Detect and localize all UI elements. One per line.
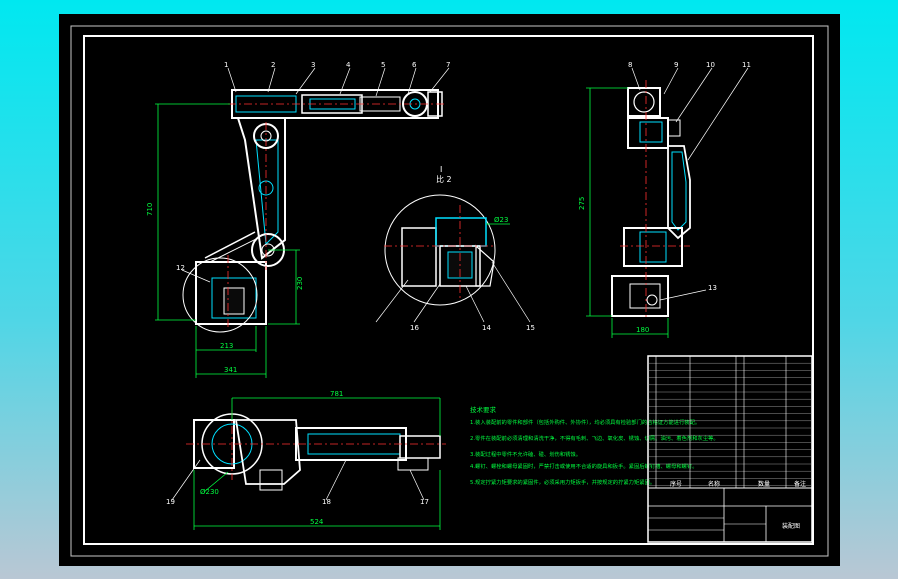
dim-top-circle: Ø230 <box>200 488 219 496</box>
part-label-19: 19 <box>166 498 175 506</box>
dim-detail-bore: Ø23 <box>494 216 508 224</box>
part-label-8: 8 <box>628 61 632 69</box>
drawing-sheet <box>59 14 840 566</box>
requirement-2: 2.零件在装配前必须清理和清洗干净，不得有毛刺、飞边、氧化皮、锈蚀、切屑、油污、… <box>470 434 719 442</box>
requirement-3: 3.装配过程中零件不允许磕、碰、划伤和锈蚀。 <box>470 450 581 458</box>
part-label-2: 2 <box>271 61 275 69</box>
section-detail-i[interactable] <box>375 194 531 323</box>
section-mark: I 比 2 <box>436 165 452 184</box>
requirement-5: 5.规定拧紧力矩要求的紧固件，必须采用力矩扳手，并按规定的拧紧力矩紧固。 <box>470 478 655 486</box>
part-label-14: 14 <box>482 324 491 332</box>
dim-side-width: 180 <box>636 326 649 334</box>
part-label-6: 6 <box>412 61 417 69</box>
drawing-name: 装配图 <box>782 522 800 530</box>
part-label-1: 1 <box>224 61 228 69</box>
top-view[interactable] <box>171 397 446 530</box>
part-label-18: 18 <box>322 498 331 506</box>
dim-front-width-outer: 341 <box>224 366 237 374</box>
part-label-3: 3 <box>311 61 315 69</box>
parts-list-rows <box>648 363 812 486</box>
part-label-11: 11 <box>742 61 751 69</box>
technical-requirements: 技术要求 1.装入装配前的零件和部件（包括外购件、外协件），均必须具有检验部门的… <box>470 405 719 486</box>
dimension-labels: 710 230 213 341 275 180 781 524 Ø230 Ø23 <box>146 197 649 526</box>
part-label-16: 16 <box>410 324 419 332</box>
dim-top-length-total: 524 <box>310 518 324 526</box>
requirement-1: 1.装入装配前的零件和部件（包括外购件、外协件），均必须具有检验部门的合格证方能… <box>470 418 700 426</box>
header-index: 序号 <box>670 480 682 488</box>
dim-top-length-outer: 781 <box>330 390 343 398</box>
part-label-9: 9 <box>674 61 678 69</box>
header-remark: 备注 <box>794 480 806 488</box>
part-label-13: 13 <box>708 284 717 292</box>
header-name: 名称 <box>708 480 720 488</box>
front-view[interactable] <box>155 67 450 378</box>
dim-side-height: 275 <box>578 197 586 210</box>
section-mark-letter: I <box>440 165 442 174</box>
requirements-title: 技术要求 <box>470 405 497 414</box>
part-label-5: 5 <box>381 61 385 69</box>
dim-front-width-inner: 213 <box>220 342 233 350</box>
part-label-15: 15 <box>526 324 535 332</box>
dim-front-height: 710 <box>146 203 154 216</box>
part-number-labels: 1 2 3 4 5 6 7 8 9 10 11 12 13 14 15 16 1… <box>166 61 751 506</box>
dim-front-base-height: 230 <box>296 277 304 290</box>
part-label-12: 12 <box>176 264 185 272</box>
part-label-17: 17 <box>420 498 429 506</box>
section-scale-label: 比 2 <box>436 174 452 184</box>
requirement-4: 4.螺钉、螺栓和螺母紧固时，严禁打击或使用不合适的旋具和扳手。紧固后螺钉槽、螺母… <box>470 462 698 470</box>
part-label-4: 4 <box>346 61 351 69</box>
side-view[interactable] <box>586 67 749 338</box>
header-quantity: 数量 <box>758 480 770 488</box>
part-label-10: 10 <box>706 61 715 69</box>
outer-border <box>70 25 829 557</box>
inner-border <box>83 35 814 545</box>
title-block[interactable]: 序号 名称 数量 备注 装配图 <box>647 355 813 543</box>
part-label-7: 7 <box>446 61 450 69</box>
